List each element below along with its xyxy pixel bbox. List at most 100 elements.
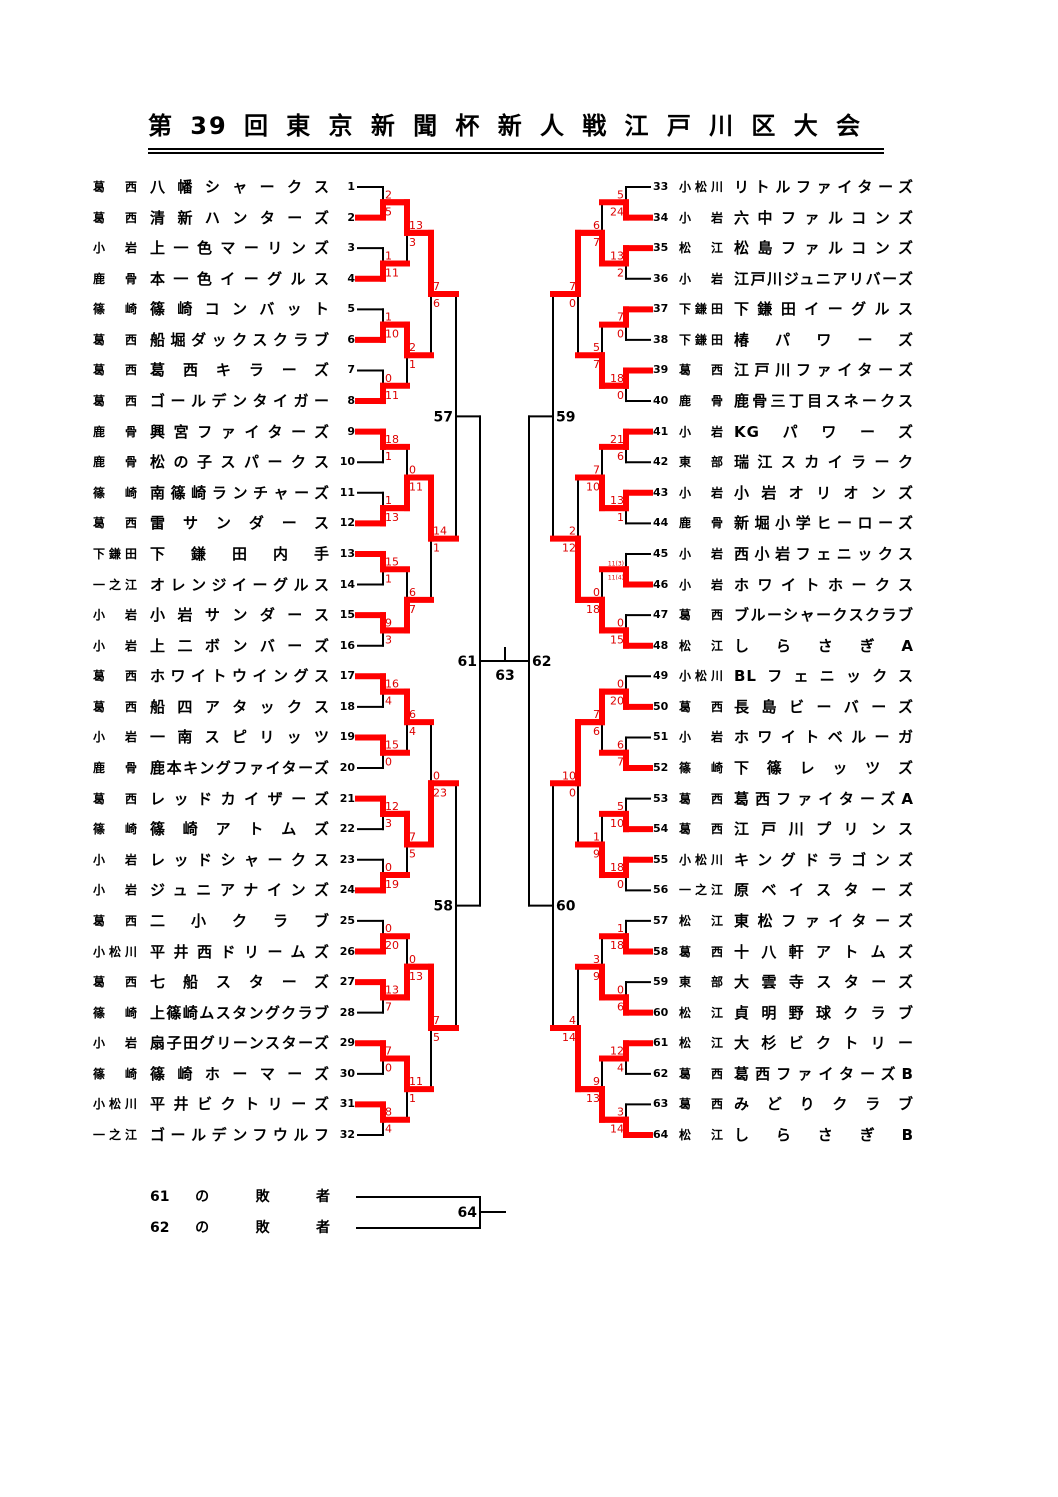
score-top: 1 — [385, 249, 392, 262]
score-top: 15 — [385, 555, 399, 568]
team-name: 船四アタックス — [150, 697, 330, 716]
team-number: 63 — [653, 1097, 669, 1111]
team-area: 葛西 — [93, 516, 137, 531]
bracket-lines — [356, 186, 651, 1229]
team-name: キングドラゴンズ — [734, 850, 914, 869]
team-area: 葛西 — [679, 363, 723, 378]
team-area: 松江 — [679, 1005, 723, 1020]
score-top: 12 — [610, 1045, 624, 1058]
score-bottom: 6 — [433, 297, 440, 310]
score-top: 7 — [593, 464, 600, 477]
loser-row-61: 61 の 敗 者 — [150, 1189, 330, 1205]
title-rule-top — [148, 148, 884, 150]
team-area: 一之江 — [93, 1127, 137, 1142]
team-number: 22 — [339, 822, 355, 836]
team-area: 一之江 — [93, 577, 137, 592]
score-bottom: 13 — [385, 511, 399, 524]
team-name: 江戸川ジュニアリバーズ — [734, 269, 914, 288]
team-number: 55 — [653, 852, 669, 866]
score-top: 7 — [569, 280, 576, 293]
score-bottom: 7 — [593, 236, 600, 249]
team-name: 上二ボンバーズ — [150, 636, 330, 655]
team-area: 小岩 — [93, 852, 137, 867]
score-top: 7 — [409, 830, 416, 843]
score-bottom: 10 — [610, 817, 624, 830]
match-label-60: 60 — [556, 899, 576, 915]
team-area: 松江 — [679, 241, 723, 256]
score-bottom: 23 — [433, 786, 447, 799]
team-area: 葛西 — [679, 608, 723, 623]
team-area: 松江 — [679, 1127, 723, 1142]
team-number: 51 — [653, 730, 669, 744]
team-number: 41 — [653, 424, 669, 438]
score-bottom: 0 — [617, 328, 624, 341]
team-name: 椿パワーズ — [734, 330, 914, 349]
team-name: 大雲寺スターズ — [734, 973, 914, 992]
team-number: 8 — [347, 394, 355, 408]
team-number: 60 — [653, 1005, 669, 1019]
score-bottom: 10 — [586, 481, 600, 494]
team-name: 新堀小学ヒーローズ — [734, 514, 914, 533]
score-top: 1 — [617, 922, 624, 935]
score-top: 18 — [610, 861, 624, 874]
score-bottom: 4 — [385, 1123, 392, 1136]
score-bottom: 18 — [586, 603, 600, 616]
score-bottom: 6 — [593, 725, 600, 738]
team-area: 葛西 — [679, 791, 723, 806]
score-bottom: 13 — [409, 970, 423, 983]
team-name: 二小クラブ — [150, 911, 330, 930]
team-name: 長島ビーバーズ — [734, 697, 914, 716]
team-area: 小松川 — [93, 944, 137, 959]
team-number: 27 — [339, 975, 355, 989]
score-top: 5 — [593, 341, 600, 354]
team-name: 松の子スパークス — [150, 453, 330, 472]
team-area: 小岩 — [93, 1036, 137, 1051]
score-top: 7 — [433, 1014, 440, 1027]
score-top: 7 — [433, 280, 440, 293]
score-top: 18 — [385, 433, 399, 446]
score-bottom: 0 — [617, 878, 624, 891]
team-number: 29 — [339, 1036, 355, 1050]
team-number: 9 — [347, 424, 355, 438]
score-top: 0 — [409, 464, 416, 477]
team-number: 48 — [653, 638, 669, 652]
score-bottom: 11 — [385, 389, 399, 402]
team-number: 53 — [653, 791, 669, 805]
score-top: 11(3) — [608, 560, 624, 567]
score-bottom: 14 — [610, 1123, 624, 1136]
team-area: 下鎌田 — [679, 302, 723, 317]
team-name: 葛西キラーズ — [150, 361, 330, 380]
team-area: 小岩 — [93, 883, 137, 898]
team-number: 21 — [339, 791, 355, 805]
team-name: ホワイトベルーガ — [734, 728, 914, 747]
team-number: 19 — [339, 730, 355, 744]
match-label-62: 62 — [532, 654, 551, 670]
team-number: 3 — [347, 241, 355, 255]
score-bottom: 3 — [385, 633, 392, 646]
team-area: 葛西 — [93, 210, 137, 225]
team-area: 篠崎 — [93, 302, 137, 317]
team-number: 14 — [339, 577, 355, 591]
team-name: 篠崎ホーマーズ — [150, 1064, 330, 1083]
team-name: 西小岩フェニックス — [734, 544, 914, 563]
team-number: 31 — [339, 1097, 355, 1111]
team-number: 11 — [339, 485, 355, 499]
score-bottom: 6 — [617, 1000, 624, 1013]
score-bottom: 1 — [409, 1092, 416, 1105]
score-bottom: 11(4) — [608, 574, 624, 581]
team-number: 20 — [339, 761, 355, 775]
match-label-59: 59 — [556, 409, 575, 425]
score-bottom: 5 — [385, 205, 392, 218]
score-top: 1 — [385, 494, 392, 507]
score-top: 11 — [409, 1075, 423, 1088]
score-top: 5 — [617, 188, 624, 201]
score-top: 13 — [610, 494, 624, 507]
team-area: 小岩 — [679, 424, 723, 439]
match-label-64: 64 — [458, 1205, 478, 1221]
title-rule-bottom — [148, 152, 884, 154]
team-number: 1 — [347, 180, 355, 193]
team-name: 一南スピリッツ — [150, 728, 330, 747]
team-name: 本一色イーグルス — [150, 269, 330, 288]
team-area: 小岩 — [93, 730, 137, 745]
score-top: 0 — [385, 861, 392, 874]
